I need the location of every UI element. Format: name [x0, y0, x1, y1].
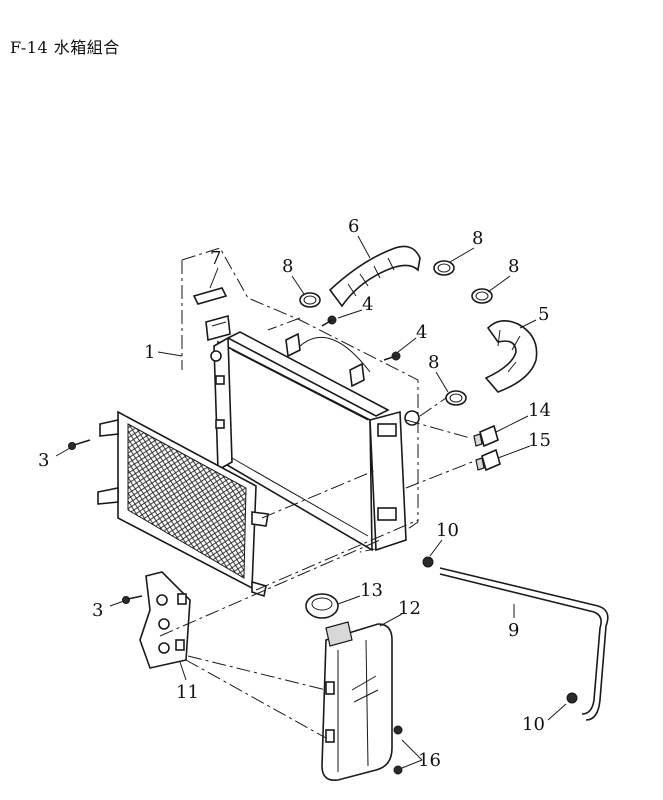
screw-3a[interactable]	[68, 439, 91, 450]
sensor-14[interactable]	[473, 424, 499, 448]
callout-8c: 8	[508, 256, 519, 277]
assembly-outline	[181, 247, 419, 553]
sensor-15[interactable]	[475, 448, 501, 472]
bolt-16b[interactable]	[393, 765, 403, 775]
nut-10b[interactable]	[566, 692, 578, 704]
leader-lines	[55, 235, 567, 769]
callout-5: 5	[538, 304, 549, 325]
callout-7: 7	[210, 248, 221, 269]
reservoir-cap[interactable]	[305, 593, 339, 619]
hose-clamp-2[interactable]	[433, 260, 455, 276]
nut-10a[interactable]	[422, 556, 434, 568]
callout-13: 13	[360, 580, 383, 601]
radiator-cap[interactable]	[192, 287, 231, 342]
mounting-bracket[interactable]	[139, 571, 191, 669]
callout-3b: 3	[92, 600, 103, 621]
callout-1: 1	[144, 342, 155, 363]
callout-9: 9	[508, 620, 519, 641]
callout-15: 15	[528, 430, 551, 451]
callout-8a: 8	[282, 256, 293, 277]
callout-12: 12	[398, 598, 421, 619]
radiator-grille[interactable]	[97, 410, 269, 598]
hose-clamp-4[interactable]	[445, 390, 467, 406]
callout-8d: 8	[428, 352, 439, 373]
callout-8b: 8	[472, 228, 483, 249]
page-title: F-14 水箱組合	[10, 38, 120, 57]
callout-11: 11	[176, 682, 199, 703]
upper-hose[interactable]	[328, 245, 421, 308]
callout-4b: 4	[416, 322, 427, 343]
callout-6: 6	[348, 216, 359, 237]
bolt-16a[interactable]	[393, 725, 403, 735]
hose-clamp-1[interactable]	[299, 292, 321, 308]
callout-labels: 1 3 3 4 4 5 6 7 8 8 8 8 9 10 10 11 12 13…	[38, 216, 551, 771]
hose-clamp-3[interactable]	[471, 288, 493, 304]
overflow-tube[interactable]	[439, 567, 609, 721]
callout-10a: 10	[436, 520, 459, 541]
callout-10b: 10	[522, 714, 545, 735]
callout-4a: 4	[362, 294, 373, 315]
bolt-4a[interactable]	[321, 315, 337, 327]
reservoir-tank[interactable]	[321, 621, 393, 782]
alignment-lines	[159, 317, 473, 739]
callout-3a: 3	[38, 450, 49, 471]
callout-14: 14	[528, 400, 551, 421]
radiator-core[interactable]	[210, 331, 420, 552]
callout-16: 16	[418, 750, 441, 771]
screw-3b[interactable]	[122, 595, 143, 604]
bolt-4b[interactable]	[383, 351, 401, 361]
lower-hose[interactable]	[484, 320, 538, 393]
